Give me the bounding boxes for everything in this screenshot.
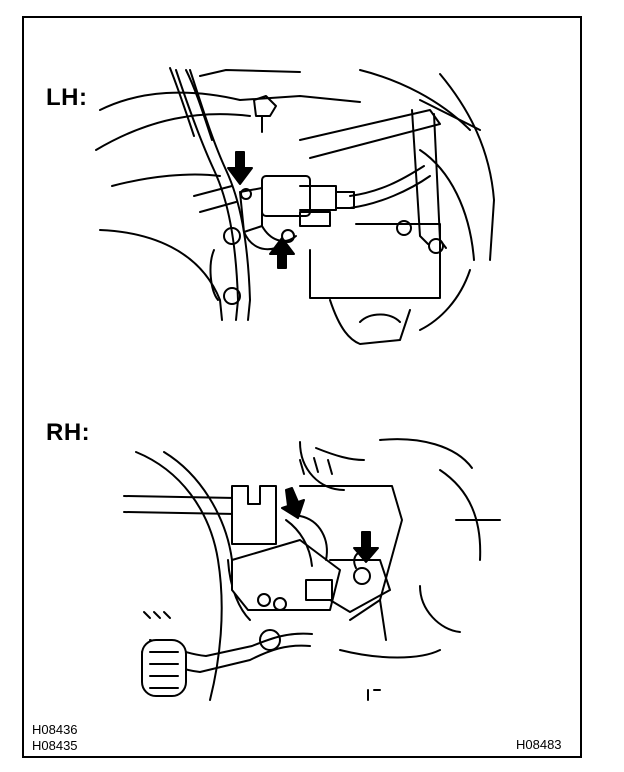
figure-code-right: H08483 (516, 737, 562, 752)
arrow-icon (227, 151, 253, 185)
rh-view-label: RH: (46, 419, 91, 446)
arrow-icon (281, 487, 305, 519)
lh-wire-harness (175, 69, 431, 321)
lh-background-structure (95, 67, 495, 345)
figure-code-left-bottom: H08435 (32, 738, 78, 753)
lh-sensor-body (239, 175, 355, 251)
arrow-icon (353, 531, 379, 563)
rh-bracket-assembly (231, 485, 391, 613)
rh-hose (141, 629, 313, 697)
rh-background-structure (123, 438, 501, 701)
lh-view-label: LH: (46, 84, 88, 111)
diagram-frame (22, 16, 582, 758)
arrow-icon (269, 237, 295, 269)
figure-code-left-top: H08436 (32, 722, 78, 737)
